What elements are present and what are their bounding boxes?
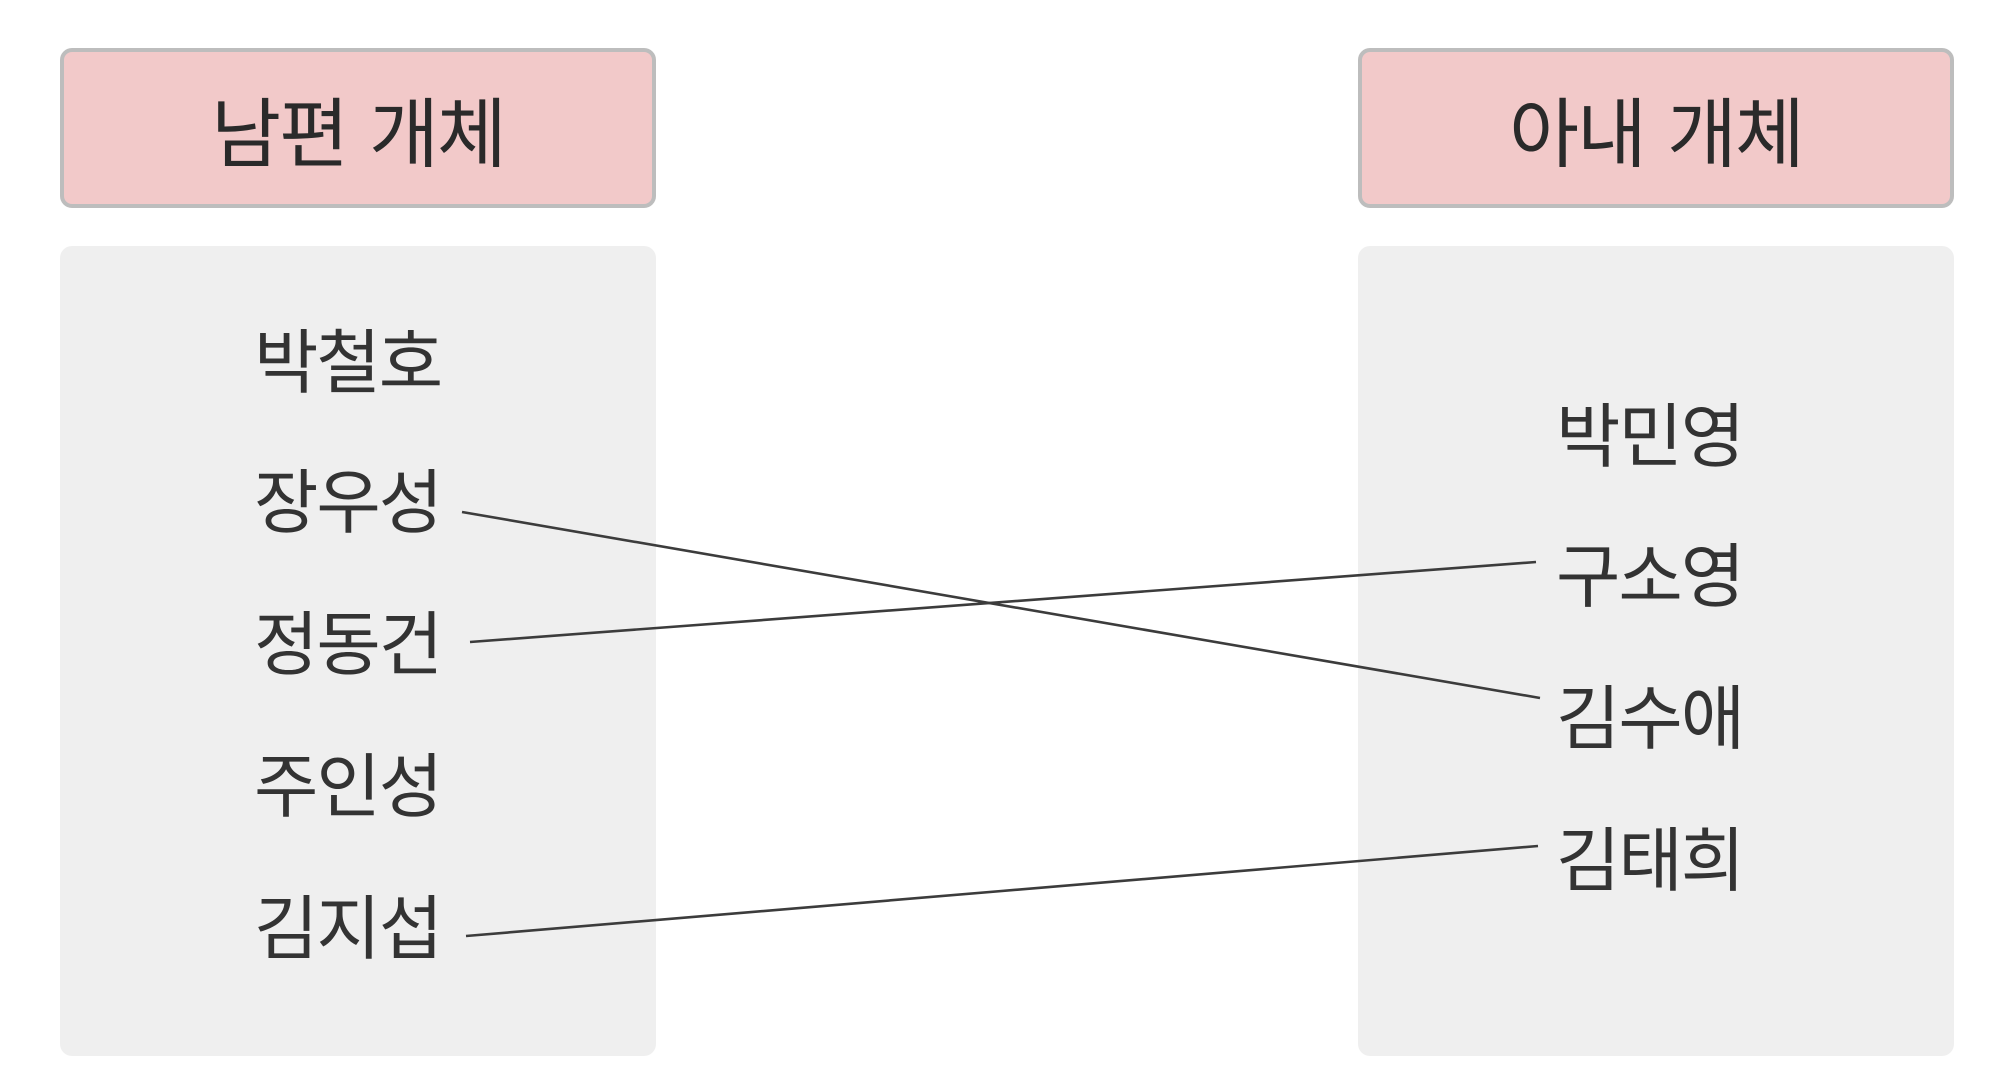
husband-name-5: 김지섭 [254, 888, 443, 970]
wife-name-2: 구소영 [1556, 536, 1745, 618]
wife-name-1: 박민영 [1556, 396, 1745, 478]
husband-name-4: 주인성 [254, 746, 443, 828]
wife-entity-title: 아내 개체 [1509, 90, 1805, 179]
husband-name-3: 정동건 [254, 604, 443, 686]
wife-name-4: 김태희 [1556, 820, 1745, 902]
husband-name-2: 장우성 [254, 462, 443, 544]
wife-name-3: 김수애 [1556, 678, 1745, 760]
wife-entity-panel [1358, 246, 1954, 1056]
husband-name-1: 박철호 [254, 322, 443, 404]
wife-entity-header: 아내 개체 [1358, 48, 1954, 208]
husband-entity-title: 남편 개체 [211, 90, 507, 179]
husband-entity-header: 남편 개체 [60, 48, 656, 208]
